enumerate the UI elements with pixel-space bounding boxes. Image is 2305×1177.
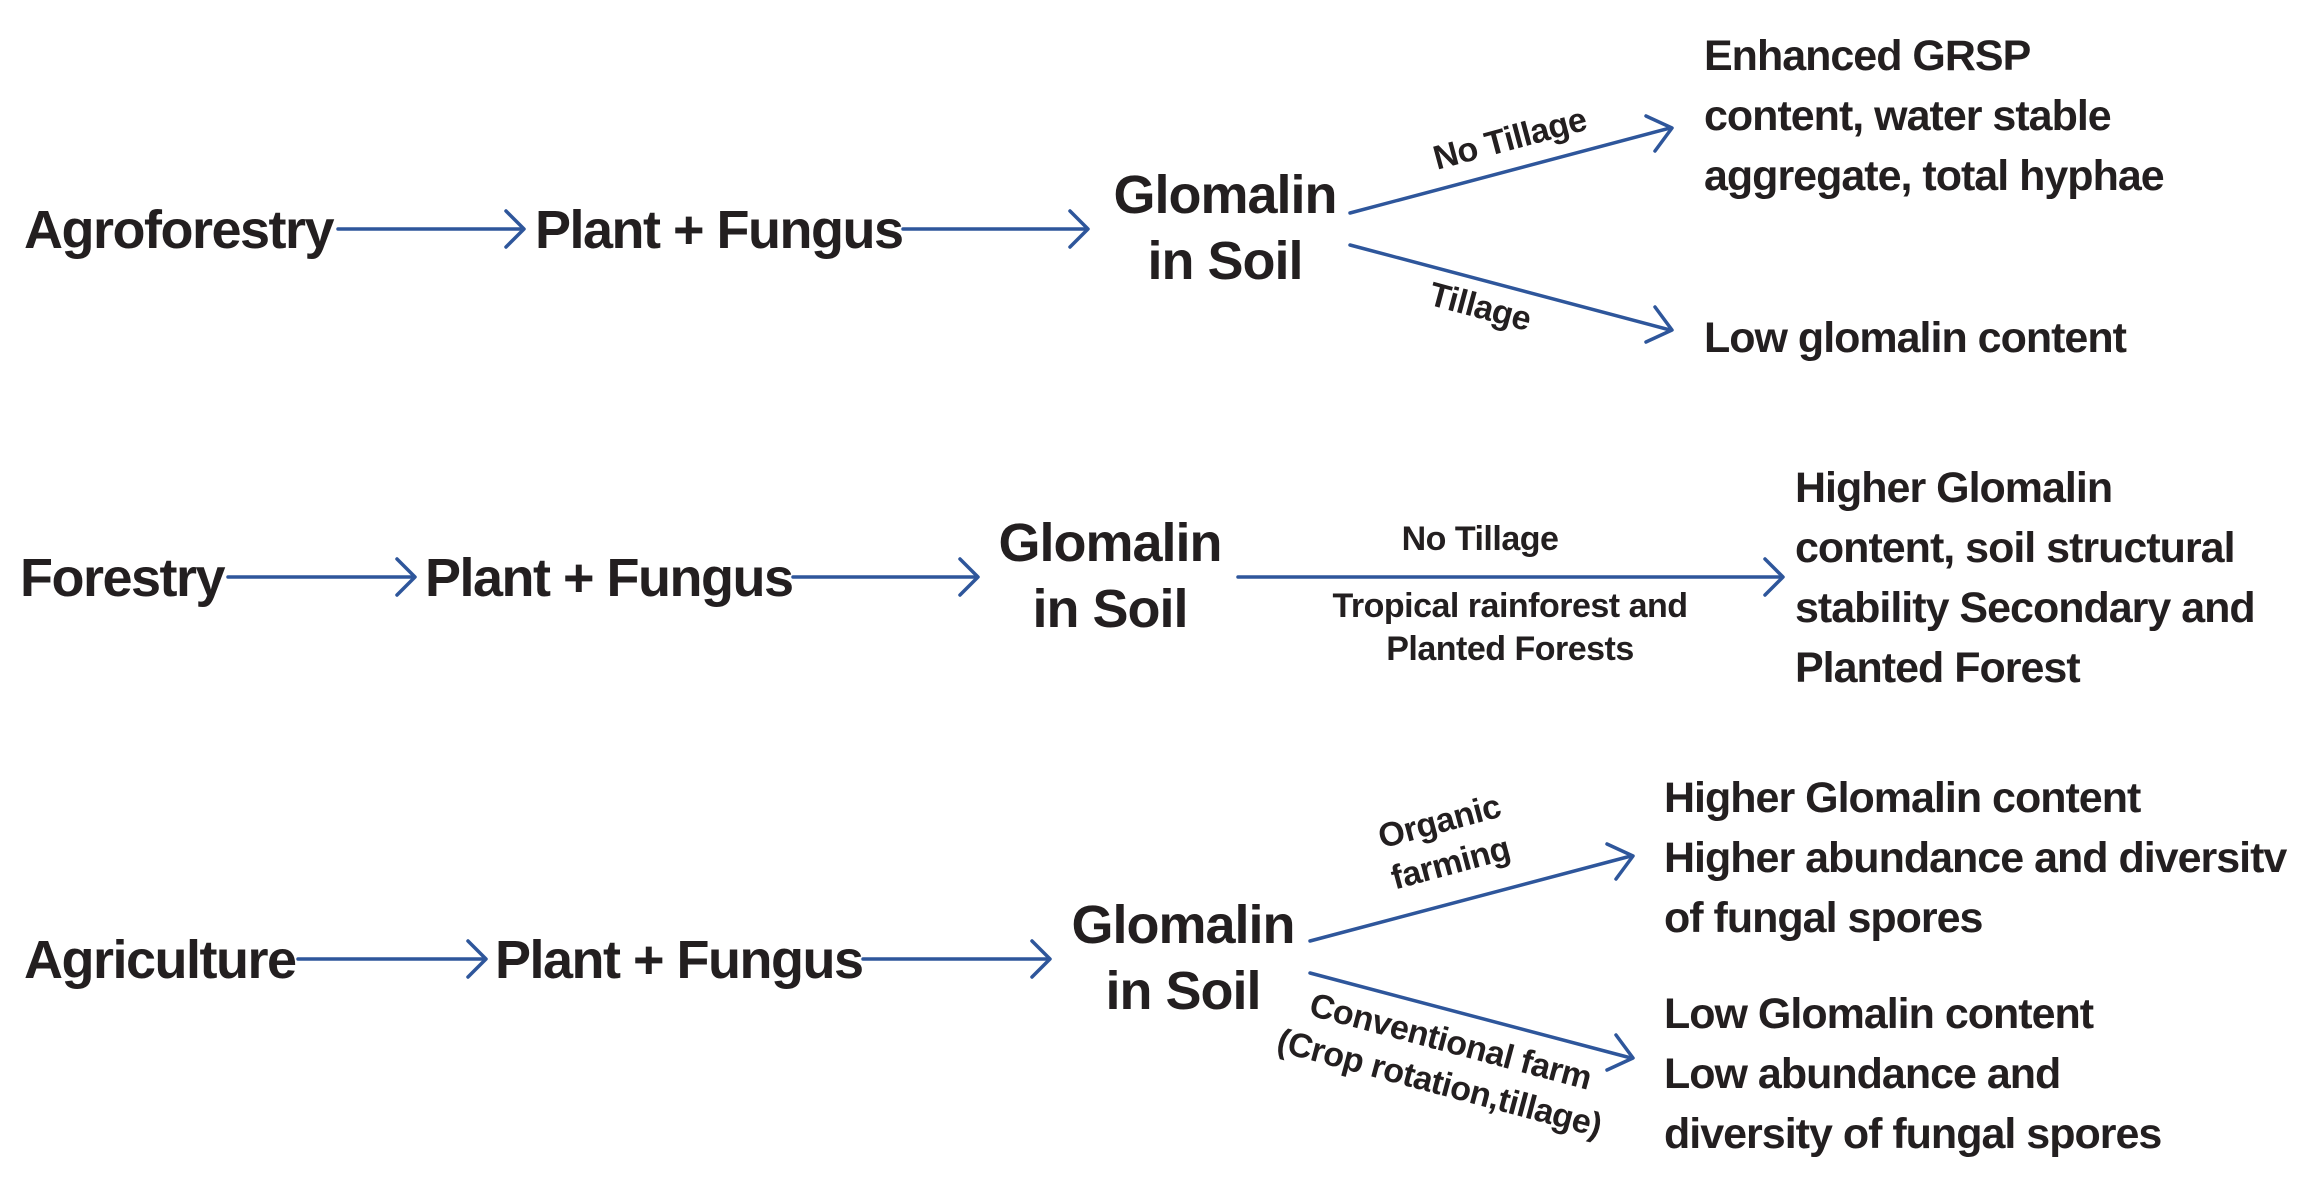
arrow-plant-to-glomalin-agriculture [861,939,1052,979]
outcome-line: Higher abundance and diversitv [1664,834,2287,882]
outcome-line: content, soil structural [1795,524,2236,572]
edge-label-no-tillage-forestry: No Tillage [1401,520,1559,558]
plant-fungus-forestry: Plant + Fungus [425,548,794,608]
hub-line-2: in Soil [1032,579,1189,639]
outcome-line: Higher Glomalin [1795,464,2113,512]
hub-line-1: Glomalin [1113,165,1337,225]
edge-label-line: Planted Forests [1386,629,1634,668]
plant-fungus-agriculture: Plant + Fungus [495,930,864,990]
hub-line-2: in Soil [1105,961,1262,1021]
glomalin-in-soil-agroforestry: Glomalin in Soil [1110,162,1340,294]
edge-label-forest-type: Tropical rainforest and Planted Forests [1310,585,1710,670]
arrow-tillage-agroforestry [1348,243,1674,344]
outcome-line: of fungal spores [1664,894,1983,942]
glomalin-in-soil-forestry: Glomalin in Soil [995,510,1225,642]
plant-fungus-agroforestry: Plant + Fungus [535,200,904,260]
source-agroforestry: Agroforestry [24,200,335,260]
arrow-plant-to-glomalin-forestry [791,557,980,597]
outcome-organic-farming: Higher Glomalin content Higher abundance… [1664,768,2287,948]
arrow-agroforestry-to-plant [336,209,526,249]
hub-line-1: Glomalin [1071,895,1295,955]
arrow-agriculture-to-plant [296,939,488,979]
outcome-line: content, water stable [1704,92,2112,140]
arrow-plant-to-glomalin-agroforestry [901,209,1090,249]
outcome-line: Higher Glomalin content [1664,774,2141,822]
arrow-forestry-to-plant [226,557,417,597]
arrow-no-tillage-agroforestry [1348,114,1674,215]
outcome-no-tillage-agroforestry: Enhanced GRSP content, water stable aggr… [1704,26,2165,206]
hub-line-2: in Soil [1147,231,1304,291]
arrow-organic-farming [1308,842,1635,943]
arrow-forestry-outcome [1236,557,1785,597]
outcome-tillage-agroforestry: Low glomalin content [1704,308,2127,368]
outcome-line: Low glomalin content [1704,314,2127,362]
outcome-line: Planted Forest [1795,644,2081,692]
source-forestry: Forestry [20,548,226,608]
outcome-line: Enhanced GRSP [1704,32,2031,80]
hub-line-1: Glomalin [998,513,1222,573]
outcome-conventional-farm: Low Glomalin content Low abundance and d… [1664,984,2162,1164]
outcome-line: Low abundance and [1664,1050,2061,1098]
outcome-line: diversity of fungal spores [1664,1110,2162,1158]
glomalin-in-soil-agriculture: Glomalin in Soil [1068,892,1298,1024]
source-agriculture: Agriculture [24,930,297,990]
arrow-conventional-farm [1308,971,1635,1072]
outcome-line: Low Glomalin content [1664,990,2094,1038]
outcome-forestry: Higher Glomalin content, soil structural… [1795,458,2256,698]
edge-label-line: Tropical rainforest and [1332,587,1688,625]
outcome-line: stability Secondary and [1795,584,2256,632]
outcome-line: aggregate, total hyphae [1704,152,2165,200]
